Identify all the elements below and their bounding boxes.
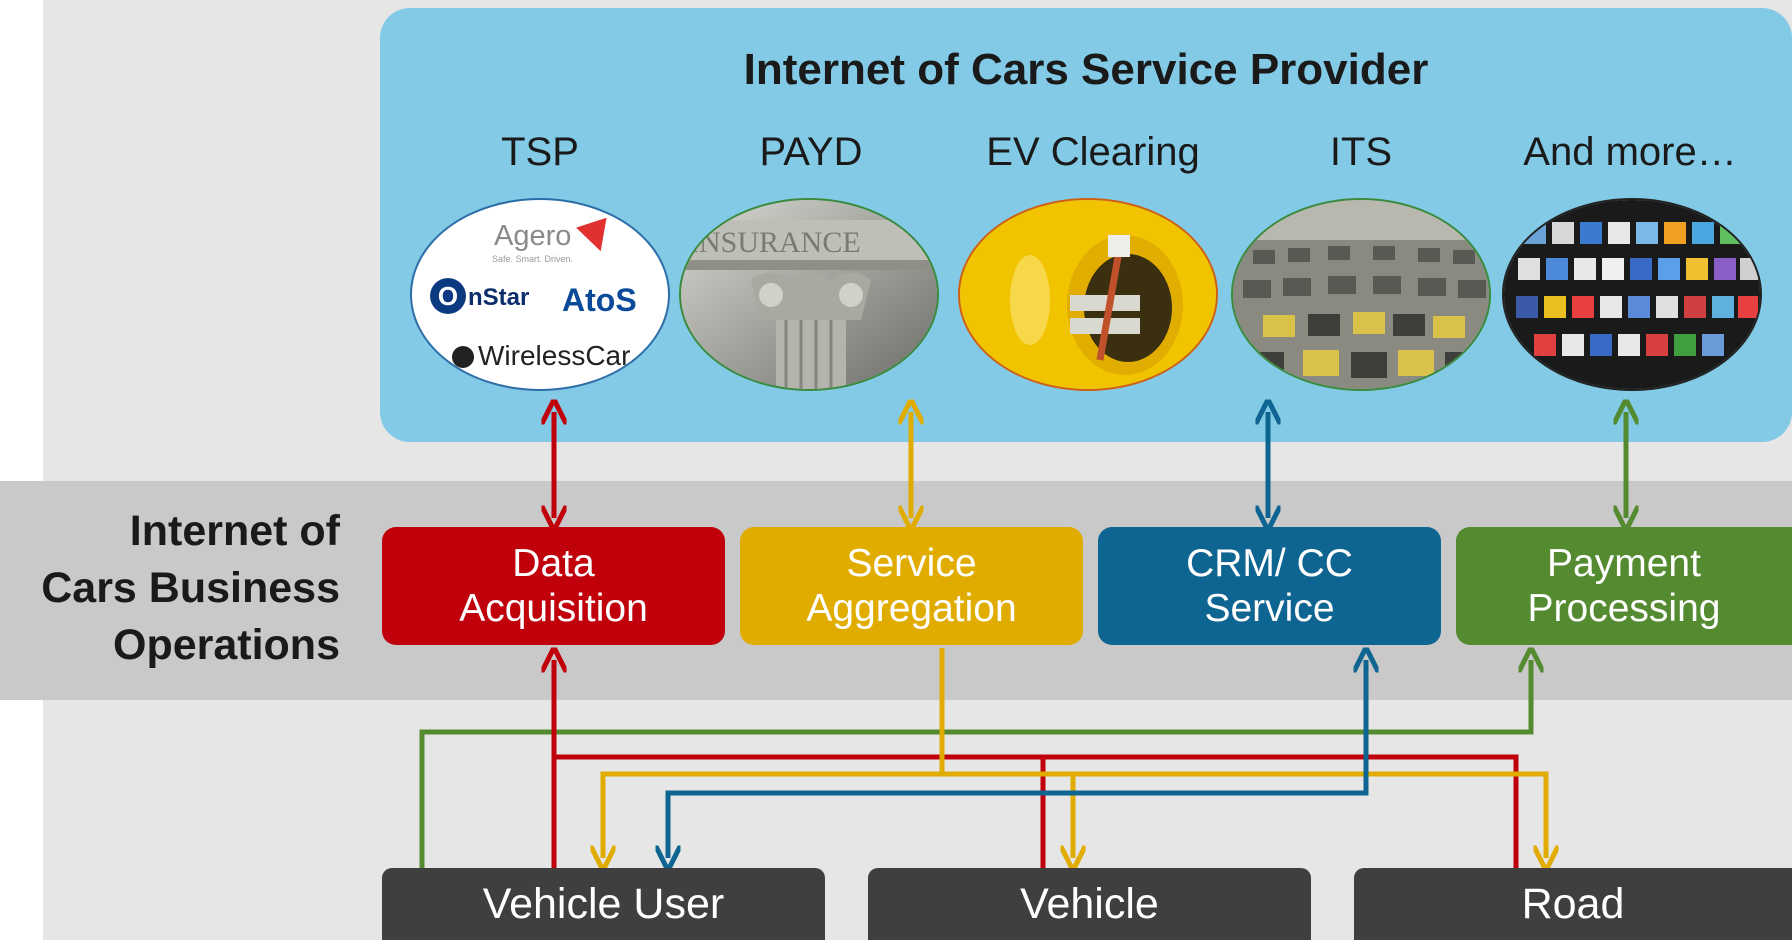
business-operations-label: Internet of Cars Business Operations <box>0 503 340 674</box>
category-ev-clearing-label: EV Clearing <box>986 130 1200 174</box>
operations-label-line-2: Cars Business <box>41 564 340 612</box>
agero-logo: Agero <box>494 220 572 252</box>
category-payd-label: PAYD <box>759 130 863 174</box>
category-more-label: And more… <box>1523 130 1737 174</box>
vehicle-user-box: Vehicle User <box>382 868 825 940</box>
line-aggregation-user <box>603 771 942 858</box>
ev-charging-port-image <box>958 198 1218 391</box>
line-aggregation-vehicle <box>942 771 1073 858</box>
app-grid-image <box>1502 198 1762 391</box>
agero-tagline: Safe. Smart. Driven. <box>492 254 574 264</box>
vehicle-box: Vehicle <box>868 868 1311 940</box>
wirelesscar-dot-icon <box>452 346 474 368</box>
onstar-ring-icon: O <box>430 278 466 314</box>
road-box: Road <box>1354 868 1792 940</box>
operations-label-line-3: Operations <box>113 621 340 669</box>
line-crm-user <box>668 660 1366 858</box>
payd-insurance-image: INSURANCE <box>679 198 939 391</box>
operations-label-line-1: Internet of <box>129 507 340 555</box>
wirelesscar-logo: WirelessCar <box>452 340 630 372</box>
app-icons-icon <box>1504 200 1760 389</box>
insurance-building-icon: INSURANCE <box>681 200 937 389</box>
service-provider-title: Internet of Cars Service Provider <box>743 45 1429 94</box>
insurance-engraving: INSURANCE <box>689 226 861 259</box>
category-its-label: ITS <box>1329 130 1393 174</box>
atos-logo: AtoS <box>562 282 637 318</box>
ev-charging-port-icon <box>960 200 1216 389</box>
category-tsp-label: TSP <box>501 130 579 174</box>
line-aggregation-road <box>1073 771 1546 858</box>
